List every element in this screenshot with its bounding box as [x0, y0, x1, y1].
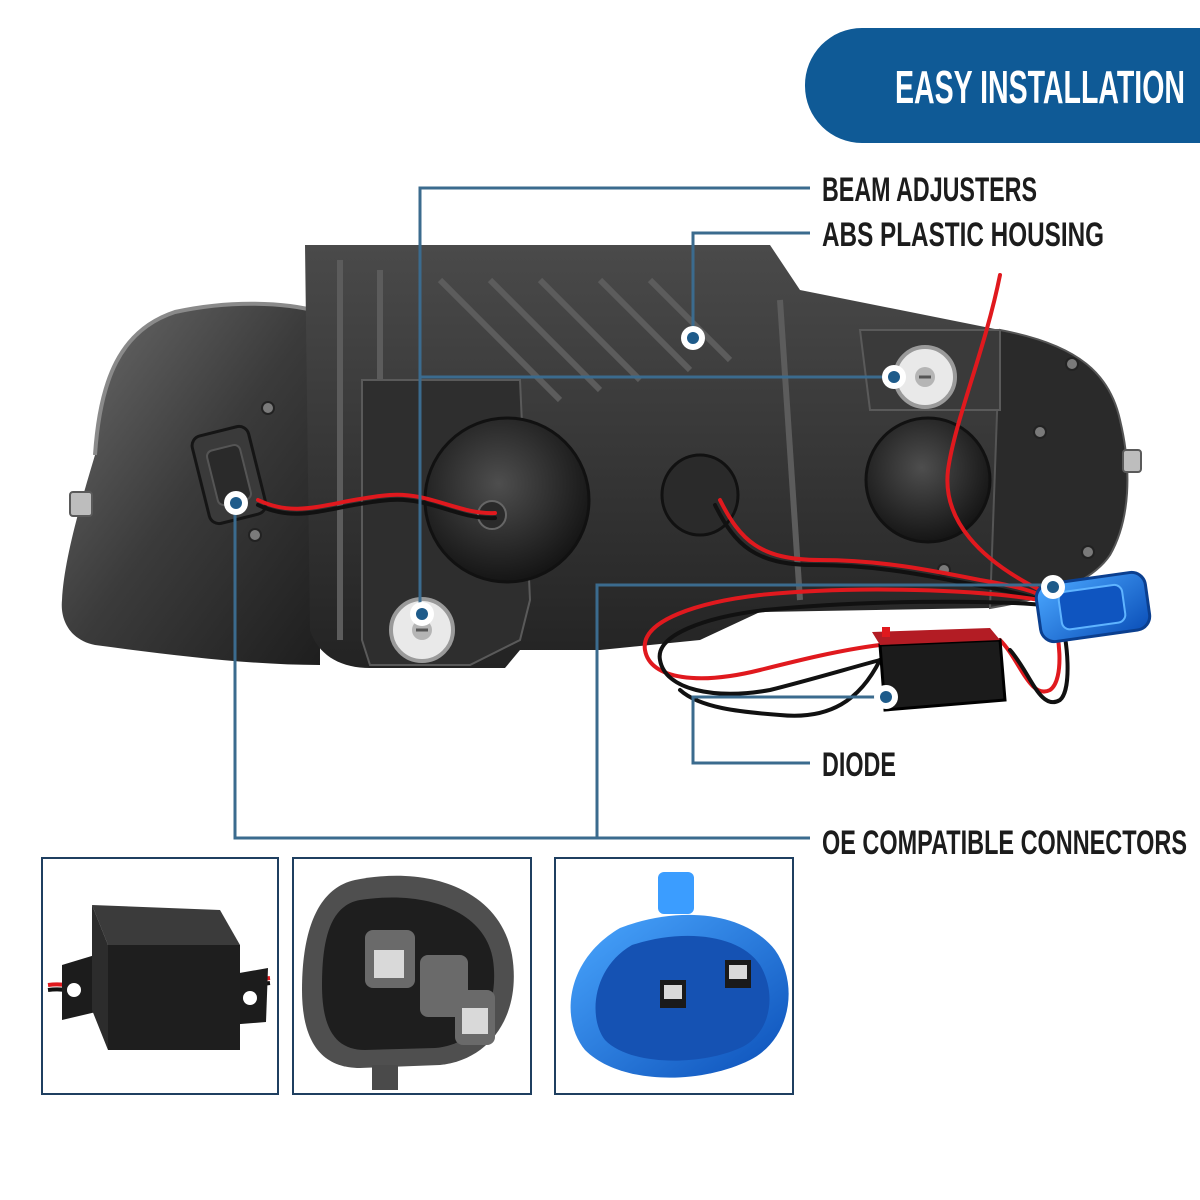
callout-dot — [410, 602, 434, 626]
callout-dot — [224, 491, 248, 515]
thumbnail-blue-connector — [554, 857, 794, 1095]
leader-beam-adjusters — [418, 186, 810, 620]
callout-dot — [1041, 575, 1065, 599]
thumbnail-oe-connector — [292, 857, 532, 1095]
label-beam-adjusters: BEAM ADJUSTERS — [822, 171, 1037, 209]
callout-dots — [224, 326, 1065, 709]
leader-abs-housing — [691, 231, 810, 335]
right-clip — [1122, 449, 1142, 473]
banner-background — [804, 27, 1200, 143]
lens-clip — [69, 491, 93, 517]
callout-dot — [874, 685, 898, 709]
high-beam-cap — [864, 416, 992, 544]
headlight-lens — [61, 303, 320, 665]
thumbnail-diode — [41, 857, 279, 1095]
callout-dot — [681, 326, 705, 350]
banner-title: EASY INSTALLATION — [895, 61, 1185, 113]
label-abs-plastic-housing: ABS PLASTIC HOUSING — [822, 216, 1104, 254]
banner: EASY INSTALLATION — [804, 27, 1200, 143]
housing-right-shell — [988, 328, 1129, 610]
headlight-lens-rim — [93, 301, 321, 456]
leader-lines — [233, 186, 1053, 840]
wiring-harness — [256, 273, 1070, 718]
label-diode: DIODE — [822, 746, 896, 784]
oe-connector-left — [190, 424, 268, 526]
housing-screws — [248, 357, 1095, 577]
leader-diode — [691, 695, 885, 765]
beam-adjuster-knob-lower — [389, 597, 455, 663]
low-beam-cap — [423, 416, 591, 584]
diode-module — [872, 627, 1007, 712]
label-oe-compatible-connectors: OE COMPATIBLE CONNECTORS — [822, 824, 1187, 862]
leader-oe-connectors — [233, 505, 810, 840]
leader-oe-connectors-branch — [595, 583, 1053, 838]
headlight-housing-illustration — [61, 245, 1152, 718]
callout-dot — [882, 365, 906, 389]
